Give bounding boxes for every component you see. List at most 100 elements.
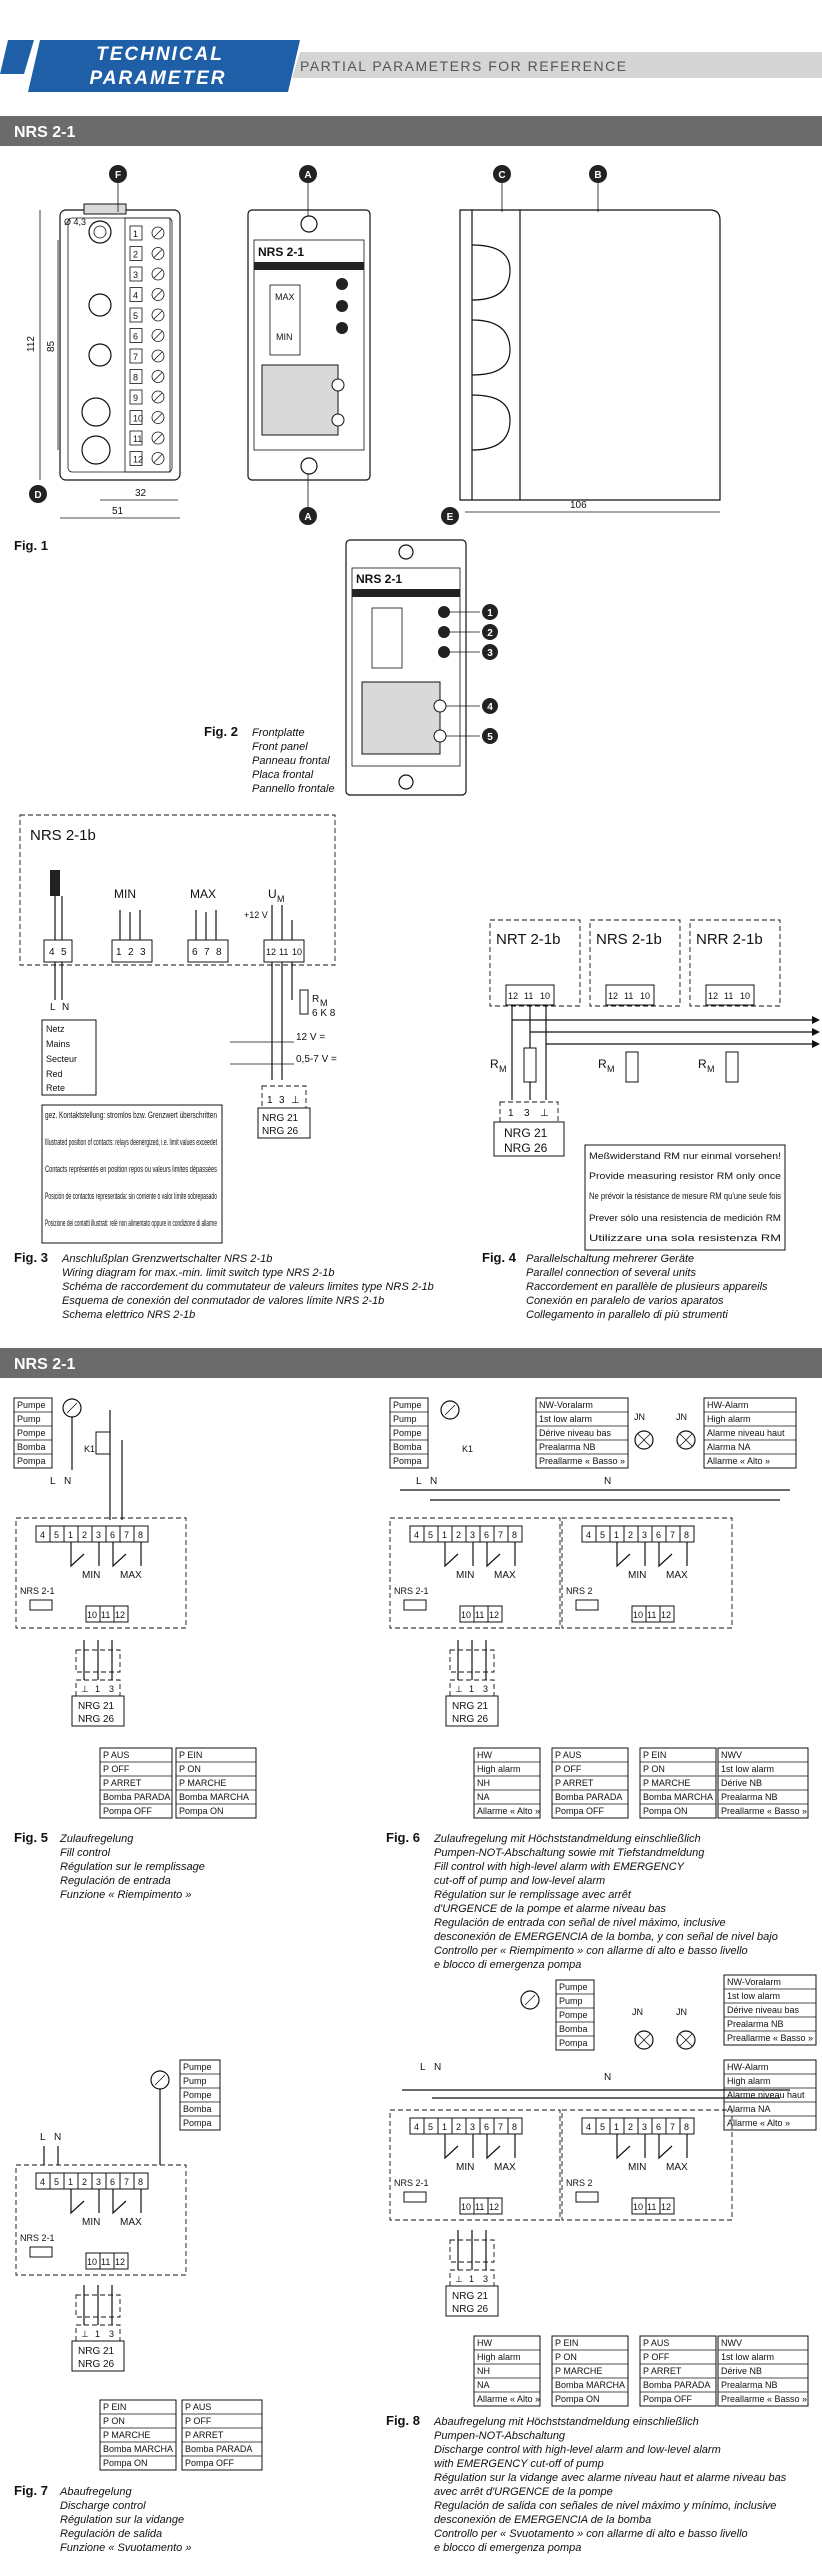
- min-label: MIN: [456, 1570, 474, 1581]
- fig4-note: Ne prévoir la résistance de mesure RM qu…: [589, 1191, 781, 1201]
- fig1-terminal-number: 2: [133, 250, 138, 260]
- fig3-note: Posición de contactos representada: sin …: [45, 1191, 217, 1201]
- fig6-pump: [440, 1400, 460, 1420]
- fig1-front-title: NRS 2-1: [258, 245, 304, 259]
- device-label: NRS 2-1: [394, 2178, 429, 2188]
- fig4-caption-line: Collegamento in parallelo di più strumen…: [526, 1309, 728, 1321]
- terminal-number: 10: [87, 2257, 97, 2267]
- terminal-number: 11: [647, 1610, 656, 1620]
- fig6-p-aus-table-cell: P ARRET: [555, 1778, 594, 1788]
- fig7-pump-table-cell: Pompe: [183, 2090, 212, 2100]
- fig1-terminal: [129, 451, 143, 466]
- terminal-number: 8: [138, 2177, 143, 2187]
- fig3-probe-term: ⊥: [291, 1095, 300, 1106]
- probe-name: NRG 26: [78, 1714, 115, 1725]
- fig6-p-ein-table-cell: Bomba MARCHA: [643, 1792, 713, 1802]
- terminal-number: 12: [115, 2257, 125, 2267]
- fig5-p-ein-table-cell: P MARCHE: [179, 1778, 226, 1788]
- l-label: L: [40, 2132, 46, 2143]
- fig8-hw-table-cell: High alarm: [727, 2076, 771, 2086]
- lamp-icon: [676, 1430, 696, 1450]
- fig4-probe-term: 3: [524, 1108, 530, 1119]
- fig8-hw-table-cell: Alarma NA: [727, 2104, 771, 2114]
- fig5-caption-line: Regulación de entrada: [60, 1875, 171, 1887]
- fig7-caption-line: Abaufregelung: [59, 2486, 132, 2498]
- terminal-number: 10: [633, 1610, 643, 1620]
- fig6-hw-small-table-cell: High alarm: [477, 1764, 521, 1774]
- min-label: MIN: [82, 1570, 100, 1581]
- fig1-dim-32: 32: [135, 488, 147, 499]
- terminal-number: 2: [456, 1530, 461, 1540]
- fig6-hw-table-cell: Allarme « Alto »: [707, 1456, 770, 1466]
- fig8-nwv-table-cell: 1st low alarm: [721, 2352, 774, 2362]
- terminal-number: 2: [628, 1530, 633, 1540]
- probe-terminal: 3: [109, 2329, 114, 2339]
- fig3-n: N: [62, 1002, 69, 1013]
- terminal-number: 12: [489, 1610, 499, 1620]
- fig4-unit-name: NRS 2-1b: [596, 931, 662, 948]
- fig8-caption: Abaufregelung mit Höchststandmeldung ein…: [433, 2416, 787, 2554]
- fig4-rm-sub: M: [707, 1064, 715, 1074]
- fig1-callout-a-bottom: A: [304, 512, 311, 523]
- terminal-number: 3: [96, 2177, 101, 2187]
- probe-terminal: 3: [109, 1684, 114, 1694]
- fig2-caption: Frontplatte Front panel Panneau frontal …: [252, 727, 335, 795]
- section-bar-1: NRS 2-1: [0, 116, 822, 146]
- terminal-number: 11: [475, 1610, 484, 1620]
- fig1-max-label: MAX: [275, 292, 295, 302]
- fig6-p-aus-table-cell: P OFF: [555, 1764, 582, 1774]
- max-label: MAX: [494, 1570, 516, 1581]
- terminal-number: 6: [484, 1530, 489, 1540]
- device-label: NRS 2-1: [394, 1586, 429, 1596]
- fig6-hw-small-table-cell: HW: [477, 1750, 492, 1760]
- fig5-p-aus-table-cell: P OFF: [103, 1764, 130, 1774]
- fig5-caption-line: Funzione « Riempimento »: [60, 1889, 191, 1901]
- fig5-pump: [62, 1398, 82, 1418]
- fig3-rm-sub: M: [320, 998, 328, 1008]
- fig2-callout-3: 3: [487, 648, 493, 659]
- fig6-p-aus-table-cell: P AUS: [555, 1750, 581, 1760]
- fig4-term: 11: [524, 991, 533, 1001]
- fig8-pump-table-cell: Pompe: [559, 2010, 588, 2020]
- fig5-pump-table-cell: Pump: [17, 1414, 41, 1424]
- fig3-mains-table: Netz Mains Secteur Red Rete: [41, 1019, 97, 1096]
- fig2-caption-line: Placa frontal: [252, 769, 314, 781]
- fig8-pump-table-cell: Pumpe: [559, 1982, 588, 1992]
- fig7-caption-line: Régulation sur la vidange: [60, 2514, 184, 2526]
- max-label: MAX: [494, 2162, 516, 2173]
- fig8-p-aus-table-cell: P ARRET: [643, 2366, 682, 2376]
- fig4-rm: R: [490, 1057, 499, 1071]
- fig8-p-ein-table-cell: P ON: [555, 2352, 577, 2362]
- fig6-nwv-table-cell: Prealarma NB: [721, 1792, 778, 1802]
- terminal-number: 8: [512, 2122, 517, 2132]
- n-label: N: [604, 1476, 611, 1487]
- device-label: NRS 2: [566, 1586, 593, 1596]
- fig4-probe-term: 1: [508, 1108, 514, 1119]
- fig8-hw-table-cell: Allarme « Alto »: [727, 2118, 790, 2128]
- fig3-caption-line: Schéma de raccordement du commutateur de…: [62, 1281, 434, 1293]
- max-label: MAX: [666, 2162, 688, 2173]
- terminal-number: 7: [498, 2122, 503, 2132]
- fig3-term: 12: [266, 947, 276, 957]
- fig4-term: 11: [724, 991, 733, 1001]
- fig3-probe-term: 3: [279, 1095, 285, 1106]
- fig6-caption: Zulaufregelung mit Höchststandmeldung ei…: [433, 1833, 778, 1971]
- fig2-callout-1: 1: [487, 608, 493, 619]
- terminal-number: 8: [138, 1530, 143, 1540]
- fig6-hw-small-table-cell: NA: [477, 1792, 490, 1802]
- fig4-probe-term: ⊥: [540, 1108, 549, 1119]
- terminal-number: 6: [484, 2122, 489, 2132]
- terminal-number: 7: [124, 1530, 129, 1540]
- fig7-p-ein-table-cell: P MARCHE: [103, 2430, 150, 2440]
- fig5-p-ein-table-cell: P ON: [179, 1764, 201, 1774]
